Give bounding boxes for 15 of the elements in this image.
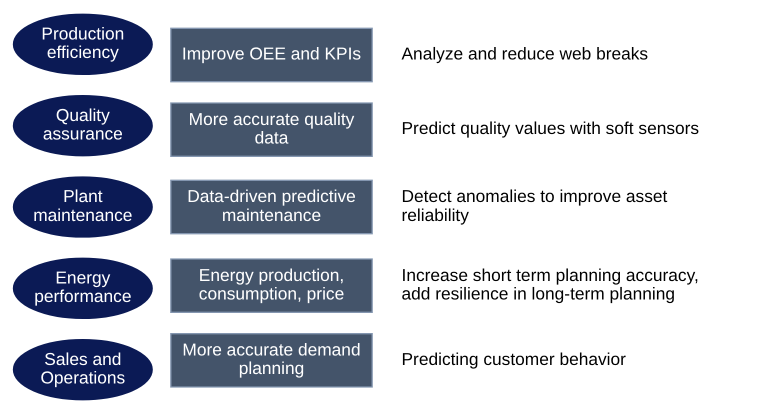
node-box: More accurate quality data [170,102,373,157]
node-label: Detect anomalies to improve asset reliability [402,186,668,225]
node-label: Predict quality values with soft sensors [402,118,700,138]
node-box: Improve OEE and KPIs [170,28,373,82]
node-ellipse: Production efficiency [12,14,153,75]
node-label: Increase short term planning accuracy, add resilience in long-term planning [402,264,699,304]
node-ellipse: Sales and Operations [12,339,153,400]
node-box: Energy production, consumption, price [170,258,373,313]
node-label: Analyze and reduce web breaks [402,44,648,64]
node-ellipse: Quality assurance [12,95,153,156]
node-ellipse: Energy performance [12,258,153,319]
node-box: More accurate demand planning [170,333,373,388]
node-label: Predicting customer behavior [402,348,626,369]
node-box: Data-driven predictive maintenance [170,180,373,234]
node-ellipse: Plant maintenance [12,176,153,238]
